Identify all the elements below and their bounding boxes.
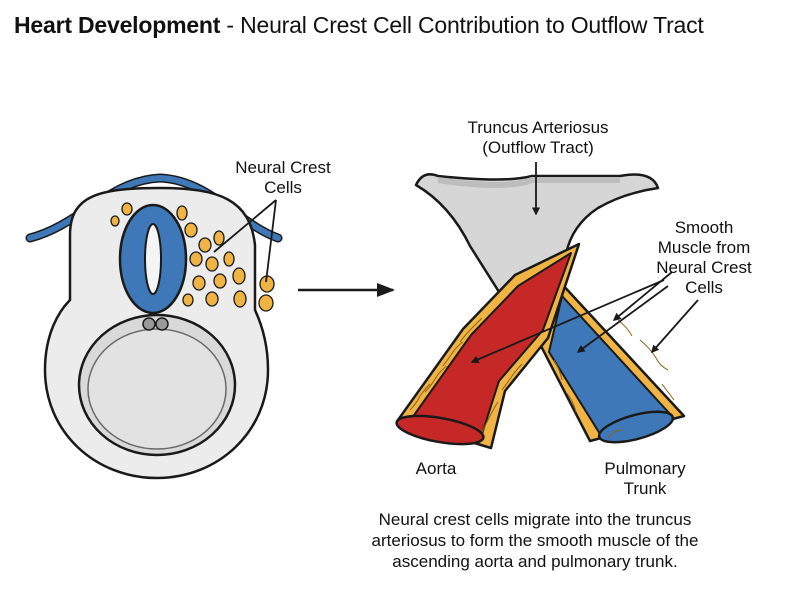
smooth-muscle-texture	[409, 317, 675, 439]
title-bold: Heart Development	[14, 12, 221, 38]
pulmonary-label-line-1: Pulmonary	[604, 459, 686, 478]
smooth-muscle-label-line-1: Smooth	[674, 218, 734, 237]
smooth-muscle-label-line-4: Cells	[685, 278, 723, 297]
title-rest: Neural Crest Cell Contribution to Outflo…	[240, 12, 704, 38]
truncus-label: Truncus Arteriosus (Outflow Tract)	[448, 118, 628, 158]
outflow-tract	[395, 173, 686, 450]
aorta-label-text: Aorta	[415, 459, 457, 478]
aorta-opening	[395, 414, 485, 446]
title-separator: -	[220, 12, 241, 38]
neural-crest-callout-2	[265, 199, 277, 283]
neural-crest-label-line-1: Neural Crest	[235, 158, 331, 177]
aorta	[411, 252, 572, 435]
caption-line-1: Neural crest cells migrate into the trun…	[378, 510, 692, 529]
smooth-muscle-label-line-3: Neural Crest	[656, 258, 752, 277]
neural-crest-callout-1	[213, 199, 277, 253]
yolk-sac-inner	[87, 328, 227, 450]
aorta-label: Aorta	[406, 459, 466, 479]
diagram-caption: Neural crest cells migrate into the trun…	[330, 509, 740, 572]
smooth-muscle-arrow-aorta	[470, 279, 665, 364]
smooth-muscle-arrow-outer	[612, 271, 673, 321]
smooth-muscle-arrow-wall	[651, 299, 699, 354]
neural-crest-label-line-2: Cells	[264, 178, 302, 197]
notochord-left	[142, 317, 156, 331]
neural-tube-lumen	[144, 223, 162, 295]
neural-crest-cells	[110, 202, 275, 312]
neural-crest-label: Neural Crest Cells	[228, 158, 338, 198]
notochord-right	[155, 317, 169, 331]
truncus-arteriosus	[414, 173, 660, 348]
truncus-inner-shading	[437, 177, 620, 188]
embryo-cross-section	[25, 173, 283, 480]
truncus-label-line-2: (Outflow Tract)	[482, 138, 594, 157]
truncus-label-line-1: Truncus Arteriosus	[467, 118, 609, 137]
smooth-muscle-label-line-2: Muscle from	[657, 238, 751, 257]
caption-line-2: arteriosus to form the smooth muscle of …	[371, 531, 699, 550]
caption-line-3: ascending aorta and pulmonary trunk.	[392, 552, 678, 571]
diagram-title: Heart Development - Neural Crest Cell Co…	[14, 12, 704, 39]
smooth-muscle-arrow-pulmonary	[576, 285, 669, 353]
pulmonary-label-line-2: Trunk	[623, 479, 667, 498]
pulmonary-label: Pulmonary Trunk	[590, 459, 700, 499]
pulmonary-trunk-opening	[597, 410, 675, 444]
smooth-muscle-label: Smooth Muscle from Neural Crest Cells	[644, 218, 764, 298]
